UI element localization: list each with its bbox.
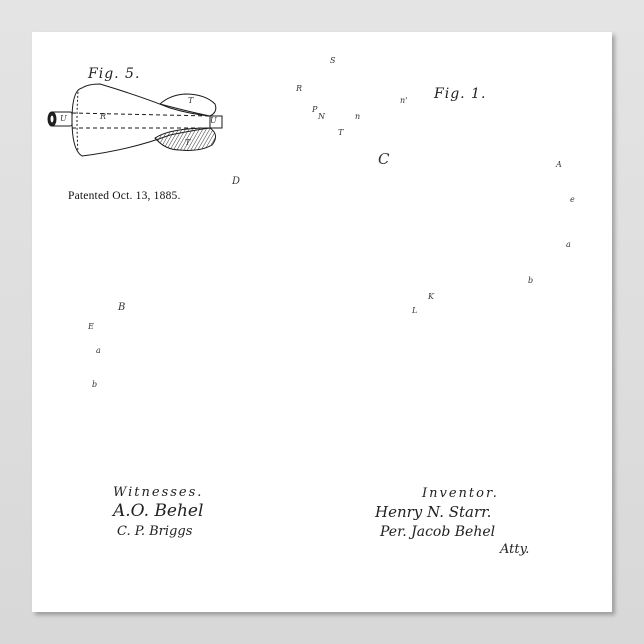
fig5-saddle-detail	[47, 83, 223, 157]
fig1-label: Fig. 1.	[434, 86, 487, 102]
part-label: n'	[400, 96, 408, 105]
part-label: L	[412, 306, 418, 315]
inventor-signature: Henry N. Starr.	[375, 503, 492, 521]
witness-signature-2: C. P. Briggs	[117, 524, 193, 539]
part-label: C	[378, 150, 390, 168]
part-label: U	[210, 116, 217, 125]
part-label: D	[232, 176, 241, 187]
part-label: S	[330, 56, 336, 65]
part-label: B	[118, 302, 126, 313]
part-label: N	[318, 112, 325, 121]
part-label: b	[92, 380, 98, 389]
part-label: a	[566, 240, 571, 249]
part-label: n	[355, 112, 361, 121]
patent-date: Patented Oct. 13, 1885.	[68, 190, 181, 202]
inventor-heading: Inventor.	[422, 486, 499, 501]
part-label: R	[296, 84, 303, 93]
part-label: P	[312, 105, 318, 114]
part-label: U	[60, 114, 67, 123]
part-label: K	[428, 292, 434, 301]
attorney-suffix: Atty.	[500, 542, 530, 557]
fig5-label: Fig. 5.	[88, 66, 141, 82]
part-label: T	[185, 138, 191, 147]
part-label: E	[88, 322, 94, 331]
witnesses-heading: Witnesses.	[113, 485, 204, 500]
part-label: A	[556, 160, 562, 169]
part-label: a	[96, 346, 101, 355]
part-label: T	[188, 96, 194, 105]
part-label: R	[100, 112, 107, 121]
witness-signature-1: A.O. Behel	[113, 501, 204, 521]
part-label: b	[528, 276, 534, 285]
attorney-signature: Per. Jacob Behel	[380, 524, 496, 540]
part-label: T	[338, 128, 344, 137]
part-label: e	[570, 195, 575, 204]
